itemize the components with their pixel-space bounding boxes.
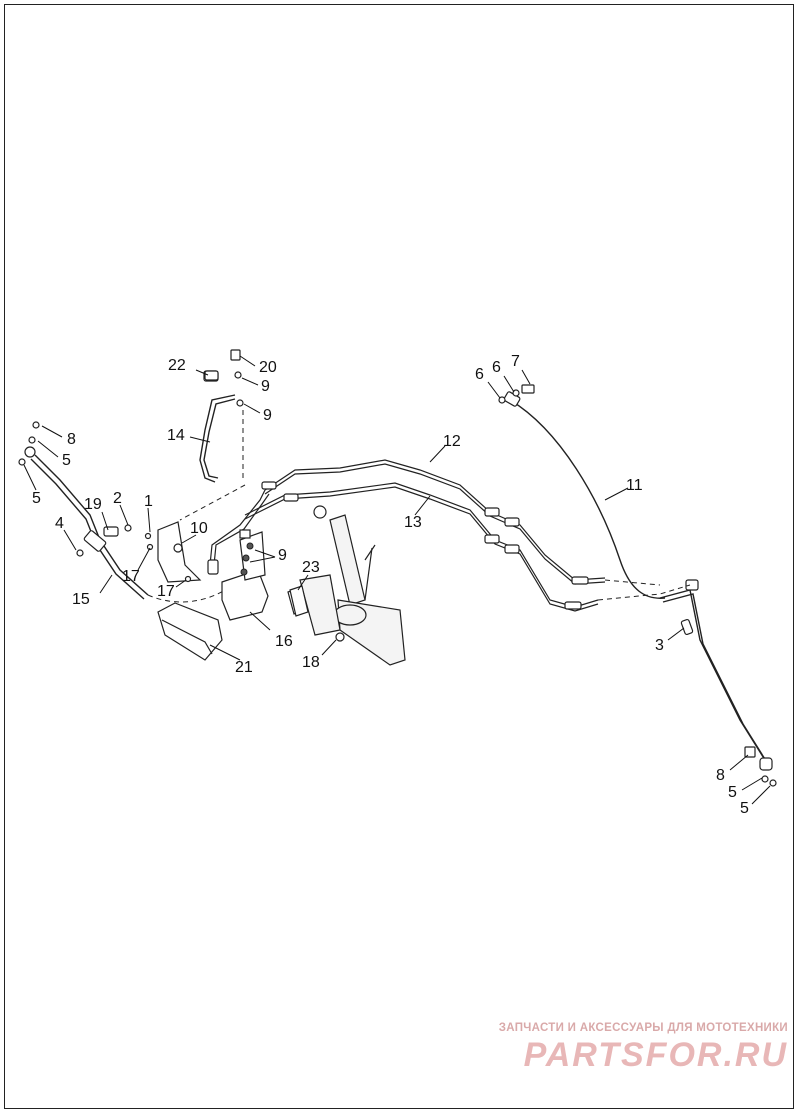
- callout-16: 16: [275, 633, 293, 650]
- bracket-23: [289, 585, 309, 617]
- callout-17b: 17: [157, 583, 175, 600]
- brake-line-13: [244, 482, 599, 612]
- callout-5d: 5: [740, 800, 749, 817]
- bolt-18: [335, 632, 345, 642]
- callout-14: 14: [167, 427, 185, 444]
- bracket-10: [144, 489, 270, 583]
- line-fittings: [261, 481, 589, 610]
- brake-line-12: [264, 459, 606, 585]
- abs-module-16: [221, 529, 269, 621]
- callout-5c: 5: [728, 784, 737, 801]
- callout-22: 22: [168, 357, 186, 374]
- callout-9c: 9: [278, 547, 287, 564]
- callout-10: 10: [190, 520, 208, 537]
- brake-hose-14: [199, 349, 244, 483]
- callout-8a: 8: [67, 431, 76, 448]
- callout-4: 4: [55, 515, 64, 532]
- callout-12: 12: [443, 433, 461, 450]
- dashed-route-15: [147, 589, 226, 603]
- callout-18: 18: [302, 654, 320, 671]
- callout-3: 3: [655, 637, 664, 654]
- watermark-tagline: ЗАПЧАСТИ И АКСЕССУАРЫ ДЛЯ МОТОТЕХНИКИ: [498, 1022, 788, 1034]
- callout-13: 13: [404, 514, 422, 531]
- callout-9a: 9: [261, 378, 270, 395]
- callout-9b: 9: [263, 407, 272, 424]
- callout-7: 7: [511, 353, 520, 370]
- grommet: [313, 505, 327, 519]
- callout-1: 1: [144, 493, 153, 510]
- callout-11: 11: [626, 477, 643, 494]
- watermark-logo: PARTSFOR.RU: [523, 1036, 788, 1074]
- dashed-route-10: [179, 484, 246, 521]
- abs-cover-21: [157, 602, 223, 661]
- callout-6a: 6: [475, 366, 484, 383]
- callout-2: 2: [113, 490, 122, 507]
- callout-labels: 1 2 3 4 5 5 5 5 6 6 7 8 8 9 9 9 10 11 12…: [32, 353, 749, 817]
- leader-lines: [23, 355, 771, 805]
- dashed-route-right: [597, 584, 691, 601]
- callout-20: 20: [259, 359, 277, 376]
- brake-hose-11: [498, 384, 666, 599]
- watermark: ЗАПЧАСТИ И АКСЕССУАРЫ ДЛЯ МОТОТЕХНИКИ PA…: [499, 1022, 788, 1075]
- callout-8b: 8: [716, 767, 725, 784]
- frame-section: [287, 514, 406, 666]
- brake-hose-15: [18, 421, 149, 600]
- callout-17a: 17: [122, 568, 140, 585]
- callout-5a: 5: [62, 452, 71, 469]
- callout-15: 15: [72, 591, 90, 608]
- callout-23: 23: [302, 559, 320, 576]
- callout-6b: 6: [492, 359, 501, 376]
- clip-22: [204, 370, 219, 381]
- callout-5b: 5: [32, 490, 41, 507]
- page-border: [4, 4, 794, 1109]
- callout-21: 21: [235, 659, 253, 676]
- callout-19: 19: [84, 496, 102, 513]
- dashed-route-right-2: [604, 579, 661, 586]
- brake-hose-3: [659, 579, 777, 787]
